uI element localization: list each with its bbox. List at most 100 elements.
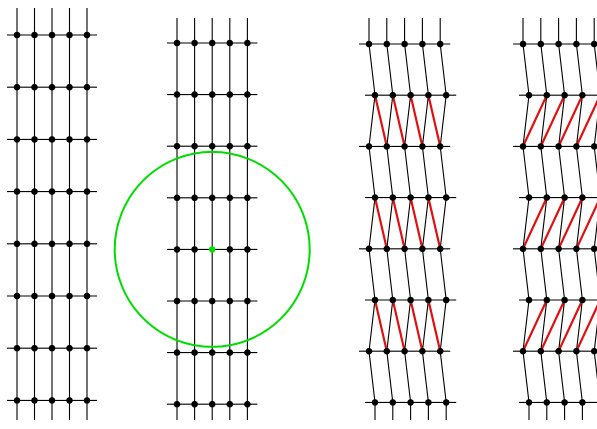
red-bond [411,198,423,249]
lattice-node [390,92,397,99]
lattice-node [209,91,216,98]
lattice-node [174,91,181,98]
lattice-node [538,41,545,48]
lattice-node [520,246,527,253]
lattice-node [526,92,533,99]
lattice-node [227,143,234,150]
red-bond [411,300,423,351]
red-bond [393,300,405,351]
lattice-node [443,92,450,99]
lattice-node [591,246,597,253]
lattice-node [425,194,432,201]
lattice-node [419,143,426,150]
lattice-node [49,345,56,352]
lattice-node [31,188,38,195]
lattice-node [84,397,91,404]
lattice-node [49,188,56,195]
lattice-node [401,143,408,150]
lattice-node [544,399,551,406]
vertical-strand [387,18,393,420]
lattice-node [31,397,38,404]
lattice-node [372,194,379,201]
lattice-node [555,348,562,355]
lattice-node [419,41,426,48]
lattice-node [227,40,234,47]
lattice-node [591,348,597,355]
lattice-node [555,41,562,48]
lattice-node [191,298,198,305]
lattice-node [437,246,444,253]
vertical-strand [405,18,411,420]
lattice-node [591,41,597,48]
vertical-strand [422,18,428,420]
lattice-node [14,241,21,248]
lattice-node [390,297,397,304]
lattice-node [244,40,251,47]
lattice-node [14,136,21,143]
lattice-node [191,40,198,47]
lattice-node [227,195,234,202]
lattice-node [244,91,251,98]
lattice-node [49,84,56,91]
red-bond [375,300,387,351]
lattice-node [443,194,450,201]
lattice-node [49,241,56,248]
red-bond [393,198,405,249]
lattice-node [573,41,580,48]
lattice-node [174,143,181,150]
lattice-node [401,348,408,355]
lattice-node [437,348,444,355]
lattice-node [555,246,562,253]
lattice-node [244,195,251,202]
lattice-node [84,345,91,352]
lattice-node [425,399,432,406]
lattice-node [244,143,251,150]
vertical-strand [541,18,547,420]
lattice-node [31,345,38,352]
lattice-node [443,297,450,304]
lattice-node [14,345,21,352]
red-bond [375,198,387,249]
lattice-node [384,246,391,253]
lattice-node [544,297,551,304]
lattice-node [425,297,432,304]
lattice-node [538,246,545,253]
lattice-node [526,194,533,201]
lattice-node [84,241,91,248]
lattice-node [425,92,432,99]
vertical-strand [559,18,565,420]
lattice-node [561,297,568,304]
lattice-node [407,194,414,201]
lattice-node [227,349,234,356]
lattice-node [244,298,251,305]
lattice-node [84,136,91,143]
lattice-node [227,246,234,253]
lattice-node [49,397,56,404]
lattice-node [174,298,181,305]
lattice-node [384,41,391,48]
lattice-node [407,92,414,99]
lattice-node [49,32,56,39]
lattice-node [14,32,21,39]
lattice-node [14,397,21,404]
lattice-node [561,399,568,406]
lattice-node [174,195,181,202]
lattice-node [14,188,21,195]
lattice-node [49,293,56,300]
lattice-node [366,246,373,253]
vertical-strand [576,18,582,420]
lattice-node [555,143,562,150]
lattice-node [174,349,181,356]
lattice-node [538,348,545,355]
lattice-node [520,41,527,48]
vertical-strand [523,18,529,420]
lattice-node [66,136,73,143]
lattice-node [573,348,580,355]
lattice-node [174,401,181,408]
lattice-node [538,143,545,150]
red-bond [428,95,440,146]
vertical-strand [369,18,375,420]
red-bond [393,95,405,146]
lattice-node [191,401,198,408]
